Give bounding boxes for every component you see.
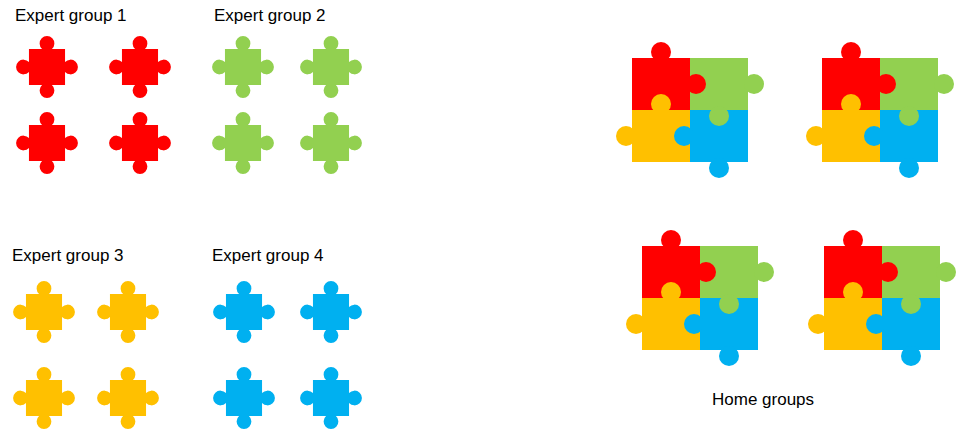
puzzle-piece — [16, 36, 78, 98]
puzzle-piece — [212, 36, 274, 98]
puzzle-piece — [97, 281, 159, 343]
group-label: Home groups — [712, 390, 814, 410]
puzzle-piece — [13, 367, 75, 429]
puzzle-piece — [300, 36, 362, 98]
puzzle-piece — [16, 112, 78, 174]
puzzle-piece — [97, 367, 159, 429]
group-label: Expert group 1 — [15, 6, 127, 26]
puzzle-piece — [213, 367, 275, 429]
puzzle-piece — [300, 367, 362, 429]
puzzle-piece — [213, 281, 275, 343]
home-group-puzzle — [808, 230, 956, 366]
home-group-puzzle — [616, 42, 764, 178]
group-label: Expert group 2 — [214, 6, 326, 26]
home-group-puzzle — [626, 230, 774, 366]
puzzle-piece — [300, 112, 362, 174]
puzzle-piece — [212, 112, 274, 174]
home-group-puzzle — [806, 42, 954, 178]
group-label: Expert group 3 — [12, 246, 124, 266]
puzzle-piece — [300, 281, 362, 343]
puzzle-piece — [109, 112, 171, 174]
puzzle-piece — [13, 281, 75, 343]
puzzle-piece — [109, 36, 171, 98]
group-label: Expert group 4 — [212, 246, 324, 266]
